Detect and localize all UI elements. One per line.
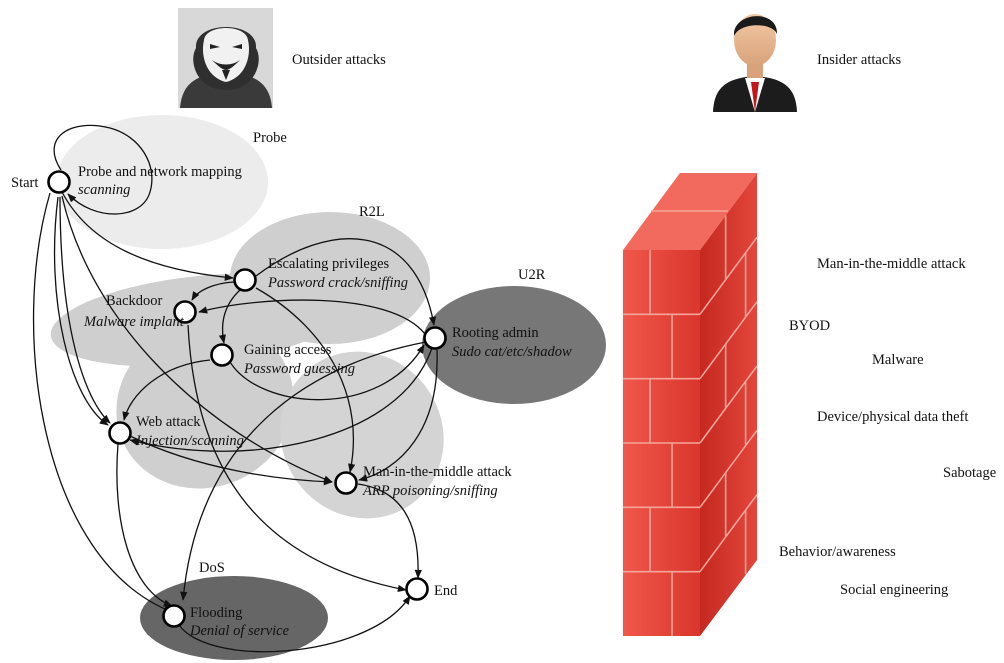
edge-rooting-mitm	[358, 349, 438, 482]
edge-escalating-gaining	[218, 289, 241, 344]
region-label-u2r: U2R	[518, 267, 546, 283]
edge-start-escalating	[61, 191, 234, 281]
businessman-icon	[713, 14, 797, 112]
attack-edges	[32, 124, 438, 653]
rooting-subtitle: Sudo cat/etc/shadow	[452, 344, 572, 360]
start-label: Start	[11, 175, 38, 191]
mitm-title: Man-in-the-middle attack	[363, 464, 512, 480]
r2l-region-backdoor	[50, 273, 350, 367]
start-node	[47, 170, 71, 194]
mitm-subtitle: ARP poisoning/sniffing	[362, 483, 498, 499]
edge-flooding-end	[175, 595, 411, 653]
threat-item-byod: BYOD	[789, 318, 830, 334]
rooting-title: Rooting admin	[452, 325, 539, 341]
region-label-r2l: R2L	[359, 204, 385, 220]
mitm-node	[334, 471, 358, 495]
edge-start-mitm	[61, 195, 333, 483]
threat-item-behavior: Behavior/awareness	[779, 544, 896, 560]
escalating-node	[233, 268, 257, 292]
threat-item-social-engineering: Social engineering	[840, 582, 948, 598]
gaining-title: Gaining access	[244, 342, 332, 358]
threat-item-sabotage: Sabotage	[943, 465, 996, 481]
edge-probe-loop	[53, 124, 153, 215]
edge-rooting-flooding	[180, 341, 427, 601]
u2r-region	[422, 286, 606, 404]
insider-attacks-label: Insider attacks	[817, 52, 902, 68]
edge-escalating-rooting	[255, 238, 437, 326]
end-label: End	[434, 583, 458, 599]
backdoor-node	[173, 300, 197, 324]
region-label-probe: Probe	[253, 130, 287, 146]
escalating-subtitle: Password crack/sniffing	[267, 275, 408, 291]
web-node	[108, 421, 132, 445]
edge-escalating-mitm	[255, 287, 356, 473]
web-subtitle: Injection/scanning	[135, 433, 244, 449]
edge-web-flooding	[116, 443, 173, 607]
edge-start-flooding	[32, 192, 173, 613]
flooding-subtitle: Denial of service	[189, 623, 290, 639]
escalating-title: Escalating privileges	[268, 256, 390, 272]
edge-backdoor-end	[187, 324, 407, 593]
threat-item-device-theft: Device/physical data theft	[817, 409, 968, 425]
edge-gaining-web	[122, 359, 211, 421]
edge-gaining-rooting	[229, 344, 425, 401]
probe-mapping-subtitle: scanning	[78, 182, 130, 198]
end-node	[405, 577, 429, 601]
anonymous-mask-person-icon	[178, 8, 273, 108]
edge-rooting-backdoor	[198, 299, 426, 335]
edge-escalating-backdoor	[191, 281, 235, 301]
gaining-node	[210, 343, 234, 367]
edge-start-web-via-left	[53, 196, 109, 426]
edge-start-web	[59, 196, 111, 424]
gaining-subtitle: Password guessing	[243, 361, 355, 377]
insider-threat-list: Man-in-the-middle attack BYOD Malware De…	[779, 256, 996, 598]
outsider-attacks-label: Outsider attacks	[292, 52, 386, 68]
flooding-node	[162, 604, 186, 628]
flooding-title: Flooding	[190, 605, 242, 621]
brick-firewall-icon	[623, 173, 758, 636]
web-title: Web attack	[136, 414, 201, 430]
edge-mitm-end	[357, 483, 422, 579]
backdoor-title: Backdoor	[106, 293, 163, 309]
probe-mapping-title: Probe and network mapping	[78, 164, 242, 180]
threat-item-malware: Malware	[872, 352, 924, 368]
edge-web-mitm	[129, 435, 333, 486]
probe-region	[56, 115, 268, 249]
rooting-node	[423, 326, 447, 350]
backdoor-subtitle: Malware implant	[83, 314, 185, 330]
threat-item-mitm: Man-in-the-middle attack	[817, 256, 966, 272]
attack-nodes	[47, 170, 447, 628]
edge-rooting-web	[129, 347, 433, 452]
region-label-dos: DoS	[199, 560, 225, 576]
